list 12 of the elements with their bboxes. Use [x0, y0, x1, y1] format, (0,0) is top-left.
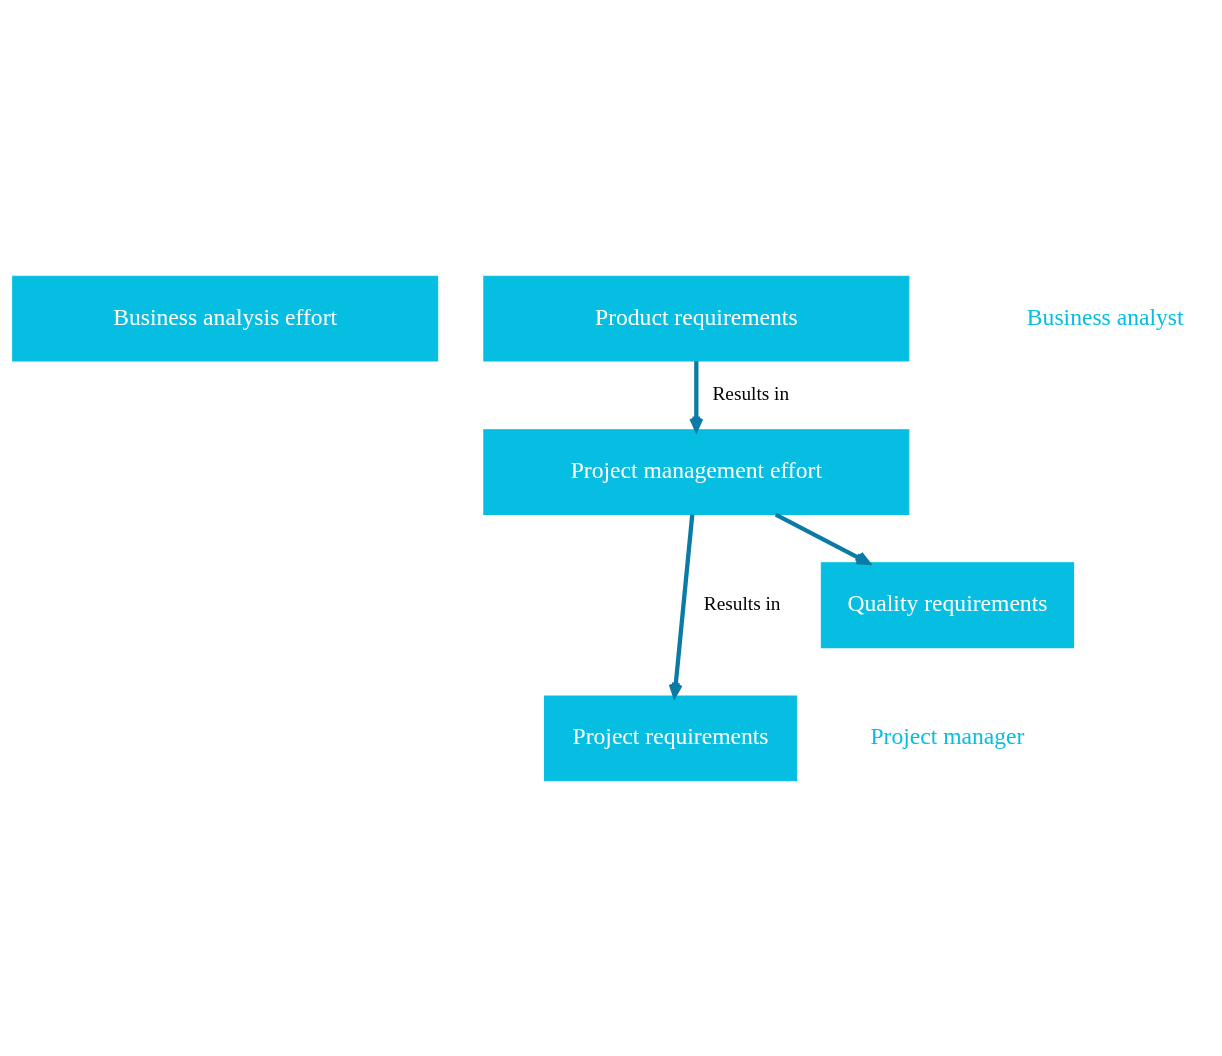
node-box: Project requirements [543, 694, 798, 781]
edge-label: Results in [712, 382, 790, 404]
node-box: Project management effort [483, 428, 910, 515]
arrow [774, 512, 871, 565]
label: Project manager [870, 722, 1025, 749]
node-box: Product requirements [483, 275, 910, 362]
node-box: Business analysis effort [12, 275, 439, 362]
arrow [668, 514, 695, 698]
label: Business analyst [1026, 303, 1184, 330]
arrow [689, 360, 704, 432]
edge-label: Results in [703, 592, 781, 614]
node-box: Quality requirements [820, 561, 1075, 648]
